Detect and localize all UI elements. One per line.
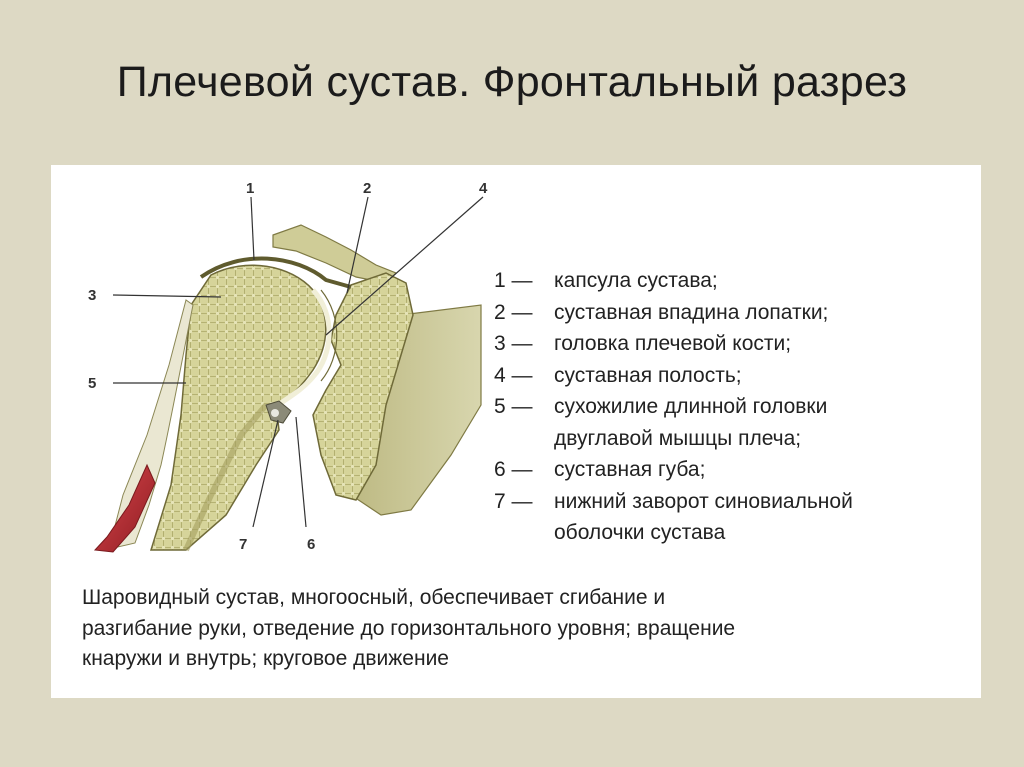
content-panel: 1 2 4 3 5 7 6 1 — капсула сустава; 2 — с… (51, 165, 981, 698)
callout-4: 4 (479, 180, 488, 197)
legend-item-continuation: оболочки сустава (494, 517, 853, 549)
callout-6: 6 (307, 536, 315, 553)
legend-item: 6 — суставная губа; (494, 454, 853, 486)
legend-number: 5 — (494, 395, 533, 418)
legend-item: 5 — сухожилие длинной головки (494, 391, 853, 423)
legend-text: двуглавой мышцы плеча; (554, 426, 802, 450)
legend-number: 3 — (494, 332, 533, 355)
legend-text: сухожилие длинной головки (554, 395, 828, 418)
legend-number: 7 — (494, 489, 533, 513)
legend-number: 2 — (494, 300, 533, 324)
legend-item: 4 — суставная полость; (494, 360, 853, 392)
description-line: Шаровидный сустав, многоосный, обеспечив… (82, 586, 666, 609)
callout-1: 1 (246, 180, 254, 197)
legend-number: 6 — (494, 458, 533, 481)
callout-2: 2 (363, 180, 371, 197)
callout-7: 7 (239, 536, 247, 553)
legend-item-continuation: двуглавой мышцы плеча; (494, 423, 853, 455)
legend-text: нижний заворот синовиальной (554, 489, 853, 513)
legend-item: 7 — нижний заворот синовиальной (494, 486, 853, 518)
glenoid-region (312, 272, 414, 501)
legend-text: оболочки сустава (554, 521, 726, 544)
legend-text: капсула сустава; (554, 269, 718, 292)
biceps-tendon (108, 299, 194, 550)
legend-number: 4 — (494, 363, 533, 387)
joint-cavity (279, 288, 332, 406)
callout-5: 5 (88, 375, 96, 392)
figure-legend: 1 — капсула сустава; 2 — суставная впади… (494, 265, 853, 549)
legend-text: суставная губа; (554, 458, 706, 481)
legend-text: головка плечевой кости; (554, 332, 792, 355)
legend-number: 1 — (494, 269, 533, 292)
joint-description: Шаровидный сустав, многоосный, обеспечив… (82, 583, 972, 675)
description-line: кнаружи и внутрь; круговое движение (82, 647, 449, 670)
description-line: разгибание руки, отведение до горизонтал… (82, 616, 736, 640)
callout-3: 3 (88, 287, 96, 304)
legend-item: 2 — суставная впадина лопатки; (494, 297, 853, 329)
legend-item: 1 — капсула сустава; (494, 265, 853, 297)
shoulder-joint-illustration: 1 2 4 3 5 7 6 (51, 165, 491, 565)
legend-text: суставная полость; (554, 363, 742, 387)
legend-item: 3 — головка плечевой кости; (494, 328, 853, 360)
humerus (149, 264, 327, 551)
legend-text: суставная впадина лопатки; (554, 300, 829, 324)
biceps-muscle (93, 463, 156, 553)
slide-title: Плечевой сустав. Фронтальный разрез (116, 58, 908, 106)
joint-capsule (199, 256, 352, 289)
